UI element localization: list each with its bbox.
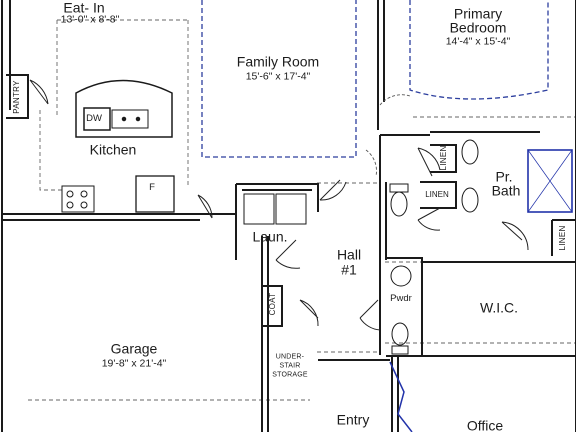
linen-label-1: LINEN bbox=[438, 145, 448, 171]
pr-bath-label-1: Pr. bbox=[495, 168, 513, 185]
under-stair-label-3: STORAGE bbox=[272, 371, 308, 379]
entry-door bbox=[389, 361, 413, 432]
powder-label: Pwdr bbox=[390, 293, 412, 305]
overhead-dashed-lines bbox=[28, 19, 576, 401]
fridge bbox=[135, 175, 175, 213]
primary-bedroom-dims: 14'-4" x 15'-4" bbox=[445, 35, 511, 48]
fridge-label: F bbox=[149, 182, 155, 194]
hall-right-wall bbox=[379, 182, 387, 355]
kitchen-island bbox=[75, 79, 173, 138]
washer-dryer bbox=[243, 193, 307, 225]
bath-fixtures bbox=[389, 139, 479, 355]
linen-block-1 bbox=[430, 144, 457, 173]
garage-right-wall bbox=[261, 236, 269, 432]
hall-label-1: Hall bbox=[336, 246, 362, 263]
kitchen-label: Kitchen bbox=[89, 141, 137, 158]
door-swings bbox=[29, 79, 529, 331]
pantry-label: PANTRY bbox=[11, 80, 21, 114]
garage-dims: 19'-8" x 21'-4" bbox=[101, 357, 167, 370]
eat-in-dims: 13'-0" x 8'-8" bbox=[60, 13, 120, 26]
ceiling-outlines bbox=[201, 0, 549, 158]
shower bbox=[527, 149, 573, 213]
under-stair-label-2: STAIR bbox=[279, 362, 301, 370]
primary-bedroom-label-1: Primary bbox=[453, 5, 503, 22]
primary-bedroom-label-2: Bedroom bbox=[449, 19, 507, 36]
door-arcs-dashed bbox=[365, 94, 411, 177]
wic-walls bbox=[421, 258, 576, 357]
bedroom-left-wall bbox=[377, 0, 385, 130]
linen-block-2 bbox=[420, 181, 457, 209]
pantry-walls bbox=[6, 74, 29, 119]
linen-block-3 bbox=[551, 219, 576, 256]
office-label: Office bbox=[466, 417, 504, 432]
under-stair-label-1: UNDER- bbox=[275, 353, 305, 361]
pr-bath-label-2: Bath bbox=[491, 182, 521, 199]
hall-label-2: #1 bbox=[341, 261, 357, 278]
kitchen-bottom-wall bbox=[2, 213, 236, 221]
linen-label-2: LINEN bbox=[425, 189, 449, 199]
coat-label: COAT bbox=[267, 292, 277, 316]
range bbox=[61, 185, 95, 213]
laundry-label: Laun. bbox=[252, 228, 288, 245]
eat-in-label: Eat- In bbox=[63, 0, 105, 16]
entry-label: Entry bbox=[336, 411, 370, 428]
bath-wall bbox=[379, 134, 430, 182]
office-wall bbox=[391, 356, 399, 432]
dishwasher-label: DW bbox=[86, 113, 102, 125]
garage-label: Garage bbox=[110, 340, 158, 357]
family-room-dims: 15'-6" x 17'-4" bbox=[245, 70, 311, 83]
linen-label-3: LINEN bbox=[557, 225, 567, 251]
coat-closet bbox=[262, 285, 283, 327]
family-room-label: Family Room bbox=[236, 53, 320, 70]
laundry-walls bbox=[235, 183, 319, 260]
family-room-ceiling bbox=[201, 0, 357, 158]
wic-label: W.I.C. bbox=[479, 299, 519, 316]
primary-bedroom-ceiling bbox=[409, 0, 549, 100]
